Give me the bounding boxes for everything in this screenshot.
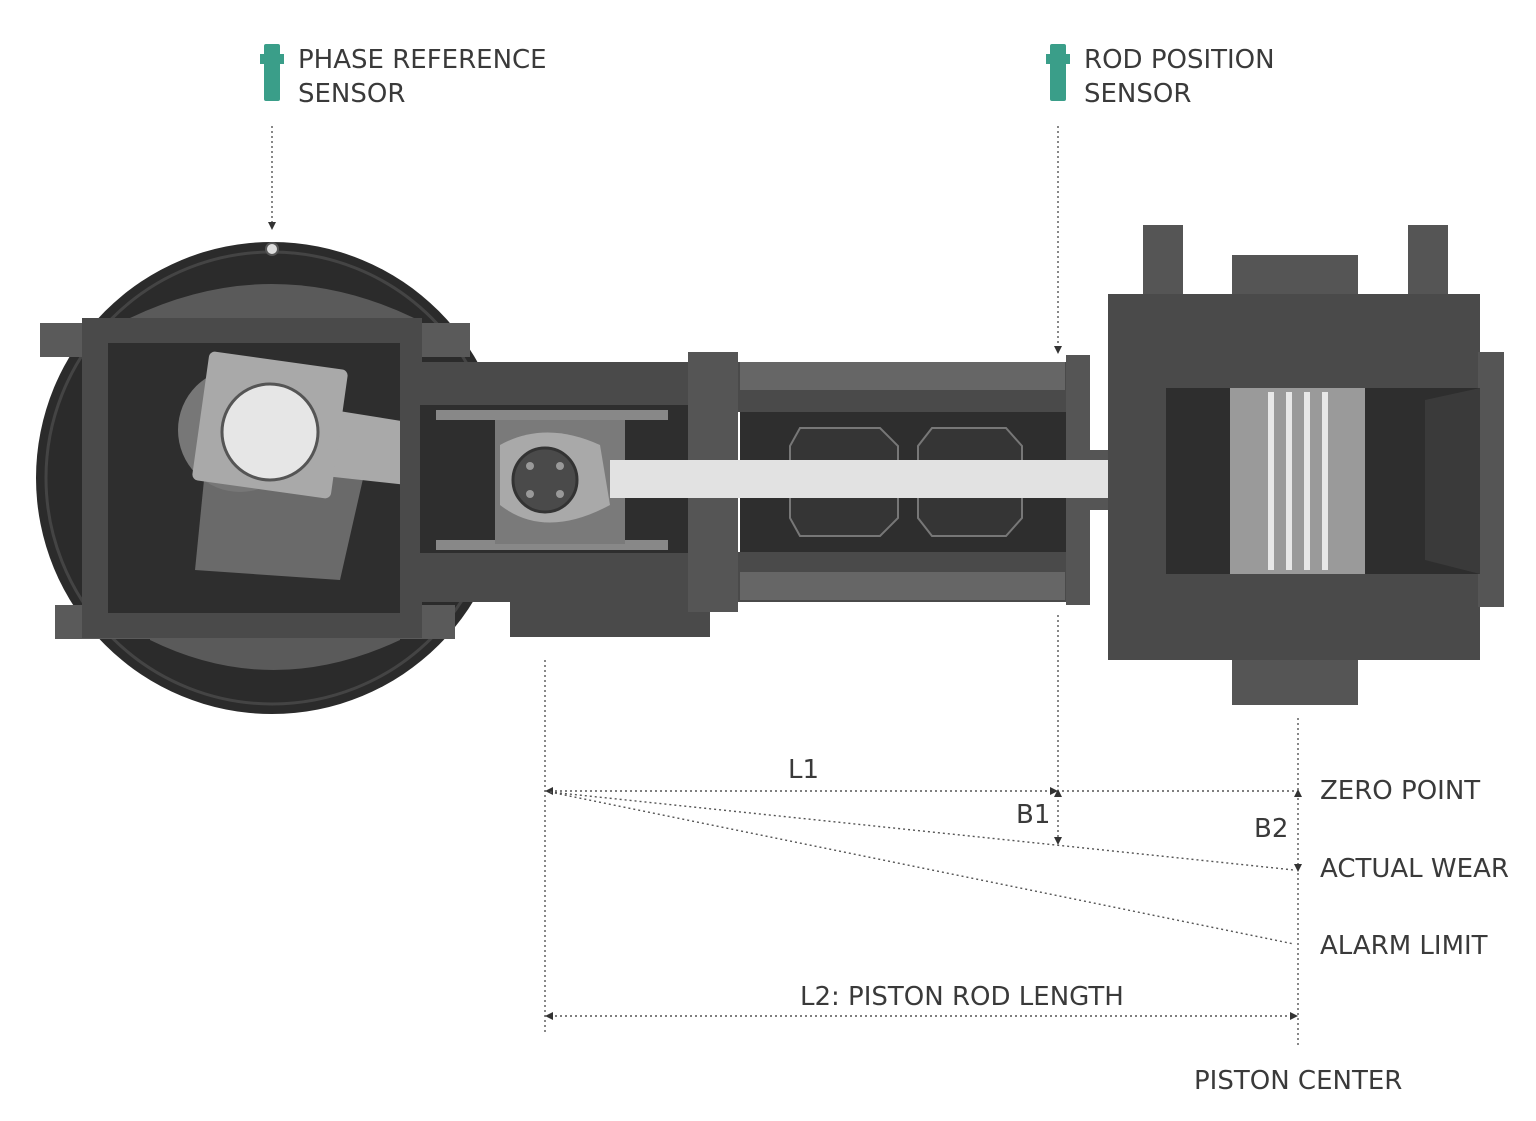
distance-piece-top-rail bbox=[740, 362, 1065, 390]
crosshead-pin bbox=[511, 446, 579, 514]
phase-sensor-icon-cap bbox=[260, 54, 284, 64]
piston-ring-1 bbox=[1268, 392, 1274, 570]
l2-arrow-right bbox=[1290, 1012, 1298, 1020]
valve-left bbox=[1143, 225, 1183, 300]
l2-label: L2: PISTON ROD LENGTH bbox=[800, 982, 1124, 1012]
b1-arrow-down bbox=[1054, 837, 1062, 845]
rod-position-sensor: ROD POSITION SENSOR bbox=[1046, 44, 1275, 354]
l1-label: L1 bbox=[788, 755, 819, 785]
piston bbox=[1230, 388, 1365, 574]
l1-arrow-left bbox=[545, 787, 553, 795]
l2-arrow-left bbox=[545, 1012, 553, 1020]
cylinder bbox=[1108, 225, 1504, 705]
pin-bolt-3 bbox=[526, 490, 534, 498]
zero-point-label: ZERO POINT bbox=[1320, 776, 1480, 806]
pin-bolt-2 bbox=[556, 462, 564, 470]
rod-sensor-icon bbox=[1050, 44, 1066, 101]
phase-reference-sensor: PHASE REFERENCE SENSOR bbox=[260, 44, 547, 230]
piston-ring-3 bbox=[1304, 392, 1310, 570]
crosshead-section bbox=[400, 362, 710, 637]
distance-piece-bottom-rail bbox=[740, 572, 1065, 600]
rod-sensor-label-2: SENSOR bbox=[1084, 79, 1191, 109]
b2-arrow-up bbox=[1294, 789, 1302, 797]
b2-label: B2 bbox=[1254, 814, 1288, 844]
alarm-limit-line bbox=[549, 791, 1295, 945]
piston-center-label: PISTON CENTER bbox=[1194, 1066, 1402, 1096]
valve-right bbox=[1408, 225, 1448, 300]
rod-sensor-icon-cap bbox=[1046, 54, 1070, 64]
l1-arrow-right bbox=[1050, 787, 1058, 795]
crosshead-guide-top-bar bbox=[436, 410, 668, 420]
crosshead-guide-bottom-bar bbox=[436, 540, 668, 550]
counterweight-lower bbox=[150, 630, 400, 670]
cylinder-head-cavity bbox=[1425, 388, 1480, 574]
b2-arrow-down bbox=[1294, 864, 1302, 872]
pin-bolt-4 bbox=[556, 490, 564, 498]
dimension-lines: L1 B1 B2 L2: PISTON ROD LENGTH bbox=[544, 615, 1302, 1045]
phase-sensor-label-2: SENSOR bbox=[298, 79, 405, 109]
phase-sensor-mark bbox=[265, 242, 279, 256]
actual-wear-label: ACTUAL WEAR bbox=[1320, 854, 1509, 884]
rod-sensor-label-1: ROD POSITION bbox=[1084, 45, 1275, 75]
b1-label: B1 bbox=[1016, 800, 1050, 830]
valve-center-bottom bbox=[1232, 660, 1358, 705]
phase-sensor-label-1: PHASE REFERENCE bbox=[298, 45, 547, 75]
cylinder-head bbox=[1478, 352, 1504, 607]
pin-bolt-1 bbox=[526, 462, 534, 470]
rod-sensor-arrow bbox=[1054, 346, 1062, 354]
b1-arrow-up bbox=[1054, 789, 1062, 797]
phase-sensor-icon bbox=[264, 44, 280, 101]
crosshead-guide-bottom bbox=[510, 590, 710, 637]
piston-ring-4 bbox=[1322, 392, 1328, 570]
valve-center-top bbox=[1232, 255, 1358, 300]
crank-pin bbox=[220, 382, 320, 482]
phase-sensor-arrow bbox=[268, 222, 276, 230]
alarm-limit-label: ALARM LIMIT bbox=[1320, 931, 1488, 961]
piston-ring-2 bbox=[1286, 392, 1292, 570]
actual-wear-line bbox=[549, 791, 1295, 871]
